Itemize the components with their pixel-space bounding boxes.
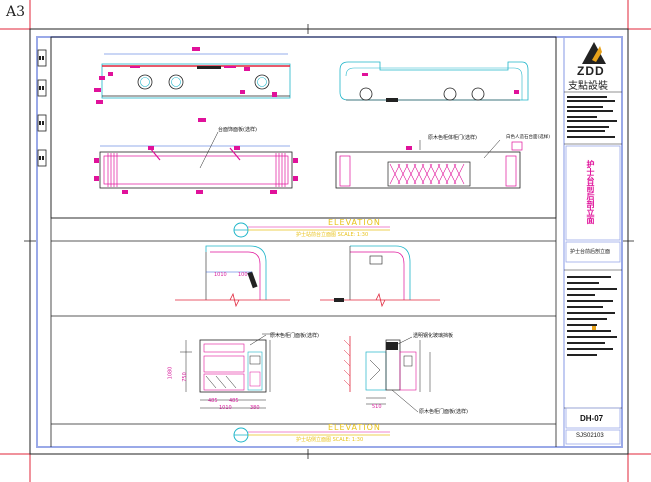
- note-door-panel-right: 原木色柜门面板(选样): [419, 409, 468, 415]
- plan-view-left: [94, 47, 291, 122]
- dim-1080: 1080: [167, 366, 174, 380]
- sheet-size-label: A3: [6, 4, 26, 20]
- section-left: [175, 245, 290, 308]
- elevation-bottom-title: ELEVATION: [328, 423, 381, 432]
- drawing-panels: [50, 36, 557, 447]
- dim-100: 100: [238, 272, 248, 278]
- dim-485-a: 485: [208, 398, 218, 404]
- dim-485-b: 485: [229, 398, 239, 404]
- elevation-marker-top: [233, 222, 390, 238]
- plan-view-right: [339, 61, 529, 102]
- sheet-title-vertical: 护士台前后剖立面: [586, 160, 595, 224]
- company-logo: ZDD: [577, 64, 605, 78]
- elevation-bottom-subtitle: 护士站侧立面图 SCALE: 1:30: [296, 437, 364, 443]
- dim-510: 510: [372, 404, 382, 410]
- inner-frame: [36, 36, 623, 448]
- front-elevation-left: [94, 131, 298, 194]
- leader-lines: [249, 334, 419, 413]
- dim-750: 750: [181, 372, 188, 382]
- sheet-border: [29, 28, 629, 455]
- dim-1010-top: 1010: [214, 272, 227, 278]
- title-block: [563, 36, 623, 448]
- side-elevation-left: [180, 333, 282, 409]
- side-elevation-right: [343, 336, 431, 405]
- note-door-panel-left: 原木色柜门面板(选样): [270, 333, 319, 339]
- note-counter-panel: 台面饰面板(选样): [218, 127, 257, 133]
- elevation-top-subtitle: 护士站前台立面图 SCALE: 1:30: [296, 232, 369, 238]
- dim-380: 380: [250, 405, 260, 411]
- note-glass-panel: 透明钢化玻璃挡板: [413, 333, 454, 339]
- company-name: 支點設裝: [568, 81, 608, 92]
- dim-1010-bottom: 1010: [219, 405, 232, 411]
- elevation-top-title: ELEVATION: [328, 218, 381, 227]
- elevation-marker-bottom: [233, 427, 390, 443]
- section-right: [320, 245, 440, 308]
- drawing-number: DH-07: [580, 414, 604, 423]
- left-strip: [37, 37, 52, 447]
- sheet-title: 护士台前后剖立面: [570, 249, 611, 255]
- note-stone-top: 白色人造石台面(选样): [506, 135, 551, 140]
- note-cabinet-door: 原木色柜体柜门(选样): [428, 135, 477, 141]
- project-code: SJS02103: [576, 433, 604, 439]
- front-elevation-right: [335, 139, 523, 189]
